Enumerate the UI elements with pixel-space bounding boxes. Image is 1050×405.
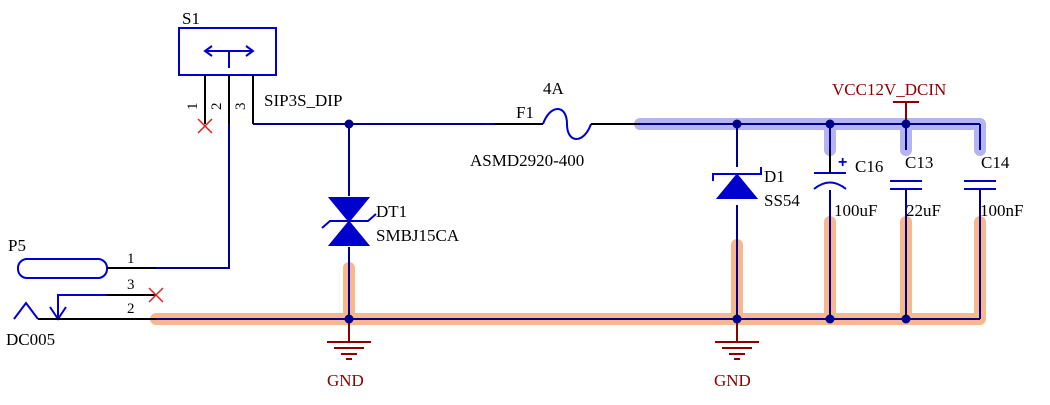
c16-ref-label: C16: [855, 157, 883, 176]
s1-slide-arrow-icon: [203, 45, 255, 68]
p5-barrel: [17, 258, 108, 279]
capacitor-c14[interactable]: C14 100nF: [964, 153, 1023, 220]
c16-polarity-plus-icon: +: [838, 154, 847, 171]
f1-rating-label: 4A: [543, 79, 565, 98]
junction-dot: [732, 119, 742, 129]
vcc-net-label: VCC12V_DCIN: [832, 80, 946, 99]
junction-dot: [901, 119, 911, 129]
s1-pin1-label: 1: [185, 103, 201, 111]
gnd-symbol-1[interactable]: GND: [327, 319, 371, 390]
vcc-net-highlight: [634, 118, 986, 156]
junction-dots: [344, 119, 911, 324]
s1-pin2-label: 2: [209, 103, 225, 111]
p5-value-label: DC005: [6, 330, 55, 349]
fuse-element-icon: [542, 108, 592, 140]
s1-pin1-no-connect-icon: [197, 118, 213, 134]
c14-value-label: 100nF: [980, 201, 1023, 220]
s1-pin3-label: 3: [233, 103, 249, 111]
gnd1-net-label: GND: [327, 371, 364, 390]
dt1-value-label: SMBJ15CA: [376, 226, 460, 245]
tvs-upper-triangle-icon: [327, 197, 371, 223]
junction-dot: [825, 119, 835, 129]
c13-ref-label: C13: [905, 153, 933, 172]
d1-ref-label: D1: [764, 167, 785, 186]
p5-pin3-no-connect-icon: [148, 287, 164, 303]
p5-sleeve-contact-icon: [13, 294, 107, 321]
gnd2-net-label: GND: [714, 371, 751, 390]
junction-dot: [344, 119, 354, 129]
gnd-symbol-2[interactable]: GND: [714, 319, 759, 390]
tvs-lower-triangle-icon: [327, 220, 371, 246]
vcc-power-port[interactable]: VCC12V_DCIN: [832, 80, 946, 124]
fuse-f1[interactable]: 4A F1 ASMD2920-400: [470, 79, 640, 170]
p5-pin3-label: 3: [127, 277, 135, 293]
dt1-ref-label: DT1: [376, 202, 407, 221]
p5-pin1-label: 1: [127, 251, 135, 267]
c13-value-label: 22uF: [906, 201, 941, 220]
junction-dot: [344, 314, 354, 324]
d1-triangle-icon: [715, 173, 759, 199]
capacitor-c13[interactable]: C13 22uF: [890, 153, 941, 220]
junction-dot: [901, 314, 911, 324]
s1-value-label: SIP3S_DIP: [264, 91, 342, 110]
c16-value-label: 100uF: [834, 201, 877, 220]
dc-jack-p5[interactable]: P5 1 3 2 DC005: [6, 236, 164, 349]
p5-ref-label: P5: [8, 236, 26, 255]
d1-value-label: SS54: [764, 191, 800, 210]
f1-ref-label: F1: [516, 103, 534, 122]
tvs-diode-dt1[interactable]: DT1 SMBJ15CA: [321, 197, 460, 246]
f1-value-label: ASMD2920-400: [470, 151, 584, 170]
junction-dot: [825, 314, 835, 324]
c14-ref-label: C14: [981, 153, 1010, 172]
wires: [156, 123, 981, 340]
s1-body: [178, 27, 277, 76]
schottky-diode-d1[interactable]: D1 SS54: [712, 167, 800, 210]
s1-ref-label: S1: [182, 9, 200, 28]
capacitor-c16[interactable]: C16 + 100uF: [813, 150, 883, 220]
gnd-net-highlight: [150, 216, 986, 325]
switch-s1[interactable]: S1 1 2 3 SIP3S_DIP: [178, 9, 342, 134]
junction-dot: [732, 314, 742, 324]
p5-pin2-label: 2: [127, 301, 135, 317]
